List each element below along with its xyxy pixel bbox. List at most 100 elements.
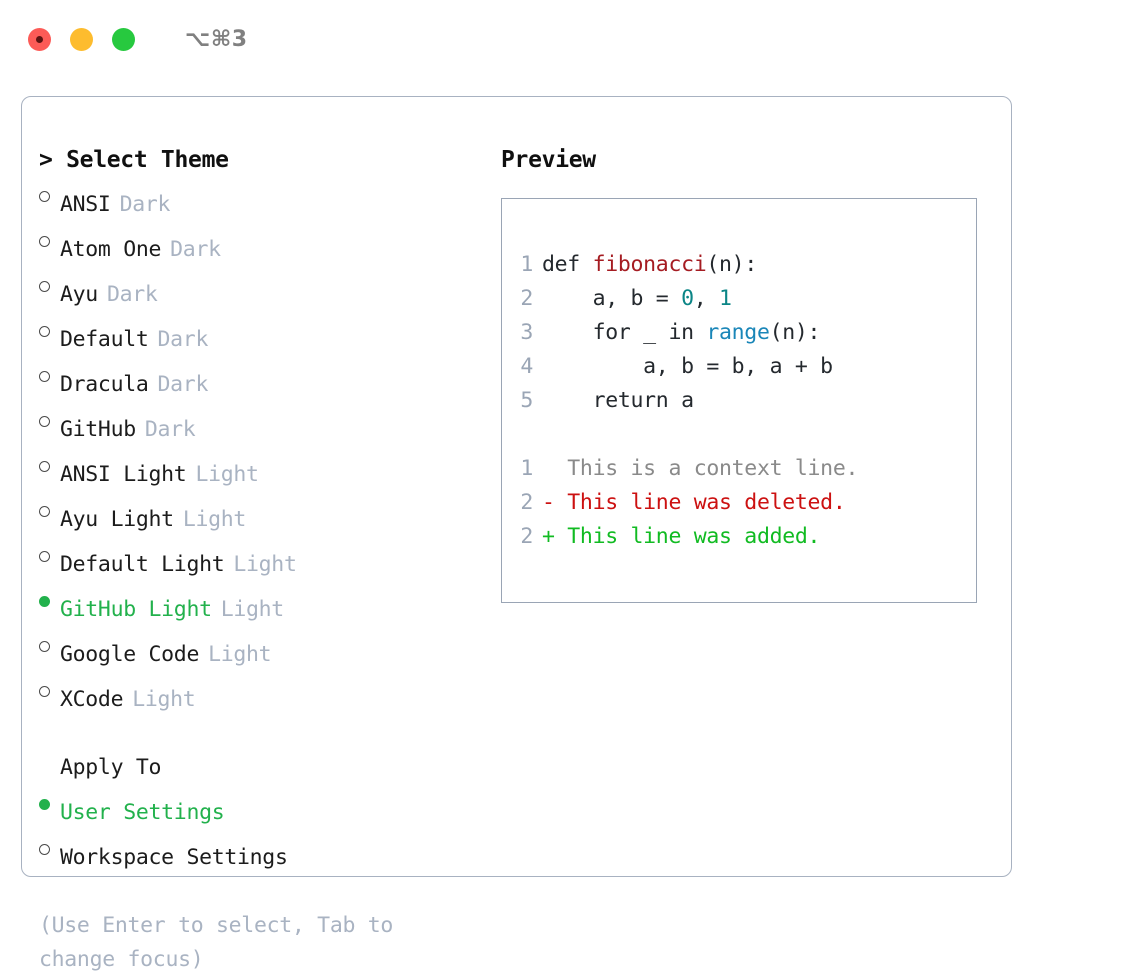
theme-option-default[interactable]: Default Dark	[39, 312, 489, 357]
theme-option-label: ANSI Light	[60, 462, 187, 487]
code-line: 2 a, b = 0, 1	[502, 282, 976, 316]
radio-selected-icon[interactable]	[39, 785, 60, 819]
theme-option-github-light[interactable]: GitHub Light Light	[39, 582, 489, 627]
code-token-plain: a, b = b, a + b	[542, 354, 833, 379]
theme-option-label: ANSI	[60, 192, 111, 217]
code-token-plain: (n):	[706, 252, 757, 277]
theme-option-atom-one[interactable]: Atom One Dark	[39, 222, 489, 267]
code-line-content: for _ in range(n):	[542, 316, 821, 350]
radio-unselected-icon[interactable]	[39, 627, 60, 661]
theme-option-label: Ayu	[60, 282, 98, 307]
diff-line-number: 2	[520, 524, 533, 549]
theme-option-label: Ayu Light	[60, 507, 174, 532]
radio-unselected-icon[interactable]	[39, 402, 60, 436]
theme-option-ayu[interactable]: Ayu Dark	[39, 267, 489, 312]
close-button[interactable]	[28, 27, 51, 51]
apply-to-option-label: Workspace Settings	[60, 845, 288, 870]
code-line: 1 def fibonacci(n):	[502, 248, 976, 282]
minimize-button[interactable]	[70, 27, 93, 51]
apply-to-option-user-settings[interactable]: User Settings	[39, 785, 489, 830]
theme-option-label: XCode	[60, 687, 124, 712]
window-titlebar: ⌥⌘3	[0, 0, 1140, 78]
theme-variant-badge: Light	[220, 597, 285, 622]
diff-line-content: This is a context line.	[542, 456, 859, 481]
code-token-plain: def	[542, 252, 593, 277]
theme-option-ansi[interactable]: ANSI Dark	[39, 177, 489, 222]
theme-variant-badge: Light	[195, 462, 259, 487]
diff-line: 2 + This line was added.	[502, 520, 976, 554]
code-line-number: 4	[520, 354, 533, 379]
apply-to-option-label: User Settings	[60, 800, 225, 825]
theme-variant-badge: Dark	[170, 237, 221, 262]
code-token-plain: a, b =	[542, 286, 682, 311]
code-blank-line	[502, 418, 976, 452]
theme-variant-badge: Dark	[144, 417, 196, 442]
code-line: 4 a, b = b, a + b	[502, 350, 976, 384]
radio-unselected-icon[interactable]	[39, 267, 60, 301]
code-line-content: return a	[542, 384, 694, 418]
radio-unselected-icon[interactable]	[39, 537, 60, 571]
theme-option-github[interactable]: GitHub Dark	[39, 402, 489, 447]
radio-unselected-icon[interactable]	[39, 312, 60, 346]
theme-variant-badge: Dark	[157, 372, 209, 397]
radio-selected-icon[interactable]	[39, 582, 60, 616]
theme-option-label: Default	[60, 327, 149, 352]
code-line: 5 return a	[502, 384, 976, 418]
code-token-plain: ,	[693, 286, 720, 311]
diff-line-number: 2	[520, 490, 533, 515]
diff-line: 2 - This line was deleted.	[502, 486, 976, 520]
code-token-plain: (n):	[769, 320, 821, 345]
theme-option-google-code[interactable]: Google Code Light	[39, 627, 489, 672]
keyboard-hint-text: (Use Enter to select, Tab to change focu…	[39, 913, 394, 972]
apply-to-option-workspace-settings[interactable]: Workspace Settings	[39, 830, 489, 875]
diff-line-content: + This line was added.	[542, 524, 821, 549]
code-line-content: def fibonacci(n):	[542, 248, 757, 282]
radio-unselected-icon[interactable]	[39, 357, 60, 391]
code-token-plain: return a	[542, 388, 694, 413]
theme-variant-badge: Dark	[106, 282, 158, 307]
apply-to-heading: Apply To	[60, 755, 162, 780]
theme-variant-badge: Light	[208, 642, 272, 667]
radio-unselected-icon[interactable]	[39, 447, 60, 481]
theme-variant-badge: Light	[182, 507, 247, 532]
radio-unselected-icon[interactable]	[39, 672, 60, 706]
theme-option-ansi-light[interactable]: ANSI Light Light	[39, 447, 489, 492]
code-line-number: 2	[520, 286, 533, 311]
radio-unselected-icon[interactable]	[39, 492, 60, 526]
theme-option-label: GitHub	[60, 417, 136, 442]
code-token-fn: fibonacci	[592, 252, 707, 277]
diff-line: 1 This is a context line.	[502, 452, 976, 486]
code-token-call: range	[706, 320, 770, 345]
maximize-button[interactable]	[112, 27, 135, 51]
theme-variant-badge: Dark	[157, 327, 209, 352]
theme-variant-badge: Dark	[119, 192, 171, 217]
theme-option-label: GitHub Light	[60, 597, 212, 622]
theme-option-label: Atom One	[60, 237, 162, 262]
diff-line-content: - This line was deleted.	[542, 490, 846, 515]
list-spacer	[39, 717, 489, 751]
traffic-light-group	[28, 27, 135, 51]
diff-sample: 1 This is a context line. 2 - This line wa…	[502, 452, 976, 554]
radio-unselected-icon[interactable]	[39, 177, 60, 211]
code-token-num: 1	[719, 286, 732, 311]
code-line-content: a, b = b, a + b	[542, 350, 833, 384]
radio-unselected-icon[interactable]	[39, 222, 60, 256]
code-line-number: 1	[520, 252, 533, 277]
radio-unselected-icon[interactable]	[39, 830, 60, 864]
code-line-content: a, b = 0, 1	[542, 282, 732, 316]
theme-option-label: Google Code	[60, 642, 200, 667]
theme-option-label: Default Light	[60, 552, 225, 577]
theme-option-ayu-light[interactable]: Ayu Light Light	[39, 492, 489, 537]
keyboard-shortcut-label: ⌥⌘3	[185, 26, 248, 52]
